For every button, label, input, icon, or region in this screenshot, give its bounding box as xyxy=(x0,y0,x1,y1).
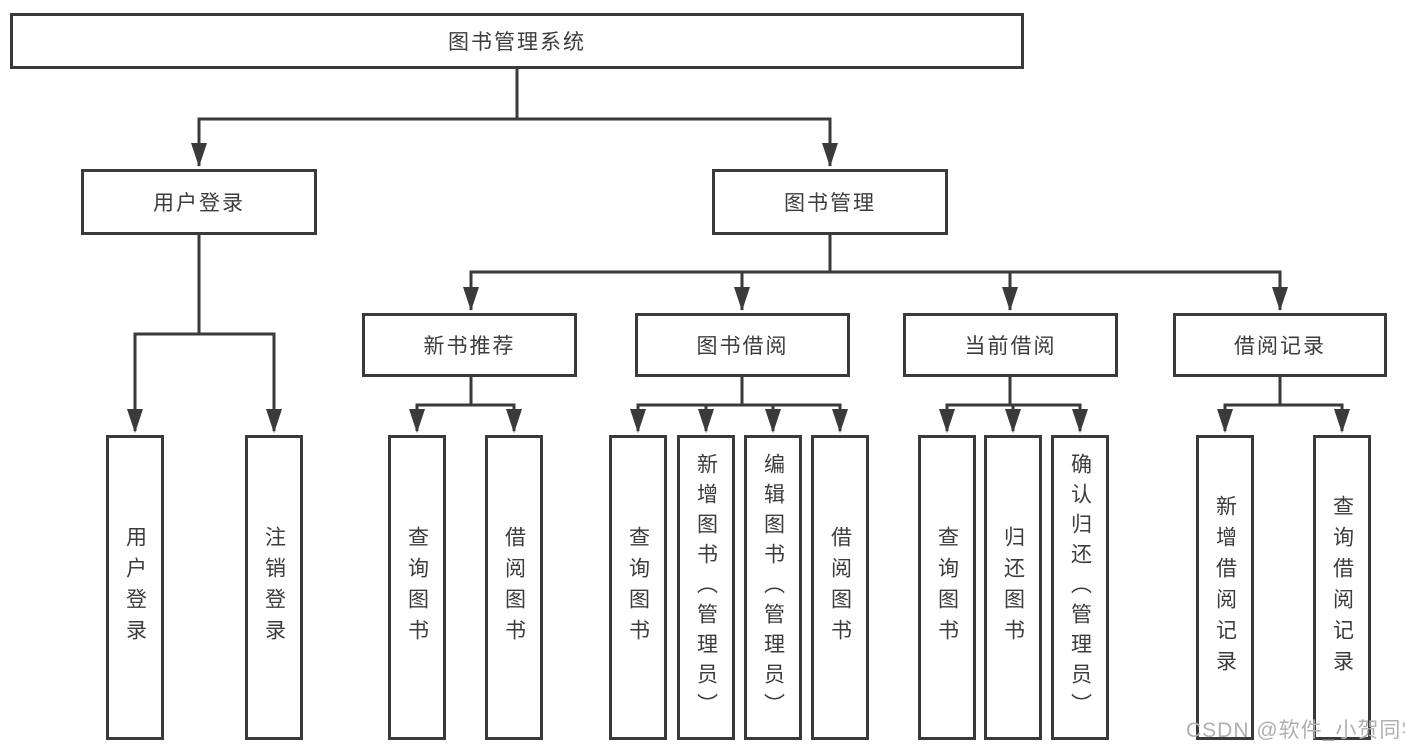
connector-level1-rail xyxy=(197,117,832,166)
node-leaf-bb-add-books: 新增图书（管理员） xyxy=(677,435,735,740)
node-leaf-bb-query-books-label: 查询图书 xyxy=(626,525,650,650)
node-leaf-user-login: 用户登录 xyxy=(106,435,164,740)
connector-level3-rail xyxy=(469,270,1282,310)
node-leaf-bb-edit-books-label: 编辑图书（管理员） xyxy=(761,452,785,723)
node-new-book-recommend: 新书推荐 xyxy=(362,313,577,377)
node-leaf-br-add-record-label: 新增借阅记录 xyxy=(1213,494,1237,681)
node-root: 图书管理系统 xyxy=(10,13,1024,69)
node-leaf-br-query-record: 查询借阅记录 xyxy=(1313,435,1371,740)
node-borrow-records: 借阅记录 xyxy=(1173,313,1387,377)
node-book-borrow: 图书借阅 xyxy=(635,313,850,377)
node-leaf-bb-borrow-books-label: 借阅图书 xyxy=(828,525,852,650)
node-user-login-label: 用户登录 xyxy=(153,192,245,215)
node-leaf-nb-query-books: 查询图书 xyxy=(388,435,446,740)
node-leaf-bb-query-books: 查询图书 xyxy=(609,435,667,740)
node-root-label: 图书管理系统 xyxy=(448,31,586,54)
node-leaf-bb-edit-books: 编辑图书（管理员） xyxy=(744,435,802,740)
node-leaf-logout: 注销登录 xyxy=(245,435,303,740)
arrowheads xyxy=(127,143,1350,433)
node-current-borrow: 当前借阅 xyxy=(903,313,1118,377)
node-leaf-nb-query-books-label: 查询图书 xyxy=(405,525,429,650)
node-leaf-cb-query-books: 查询图书 xyxy=(918,435,976,740)
node-borrow-records-label: 借阅记录 xyxy=(1234,335,1326,358)
node-leaf-nb-borrow-books: 借阅图书 xyxy=(485,435,543,740)
node-book-management-label: 图书管理 xyxy=(784,192,876,215)
connector-bookborrow-rail xyxy=(636,403,842,431)
node-user-login: 用户登录 xyxy=(81,169,317,235)
node-leaf-logout-label: 注销登录 xyxy=(262,525,286,650)
node-current-borrow-label: 当前借阅 xyxy=(964,335,1057,358)
node-leaf-user-login-label: 用户登录 xyxy=(123,525,147,650)
node-leaf-cb-return-books: 归还图书 xyxy=(984,435,1042,740)
node-leaf-bb-add-books-label: 新增图书（管理员） xyxy=(694,452,718,723)
node-leaf-cb-return-books-label: 归还图书 xyxy=(1001,525,1025,650)
node-leaf-br-query-record-label: 查询借阅记录 xyxy=(1330,494,1354,681)
node-leaf-cb-query-books-label: 查询图书 xyxy=(935,525,959,650)
csdn-watermark: CSDN @软件_小贺同学 xyxy=(1186,719,1405,742)
connector-newbooks-rail xyxy=(415,403,516,431)
connector-records-rail xyxy=(1223,403,1344,431)
node-new-book-recommend-label: 新书推荐 xyxy=(423,335,516,358)
connector-userlogin-rail xyxy=(133,332,276,431)
node-leaf-bb-borrow-books: 借阅图书 xyxy=(811,435,869,740)
node-leaf-cb-confirm-return-label: 确认归还（管理员） xyxy=(1068,452,1092,723)
node-book-borrow-label: 图书借阅 xyxy=(696,335,789,358)
node-leaf-nb-borrow-books-label: 借阅图书 xyxy=(502,525,526,650)
node-leaf-cb-confirm-return: 确认归还（管理员） xyxy=(1051,435,1109,740)
node-leaf-br-add-record: 新增借阅记录 xyxy=(1196,435,1254,740)
node-book-management: 图书管理 xyxy=(712,169,948,235)
